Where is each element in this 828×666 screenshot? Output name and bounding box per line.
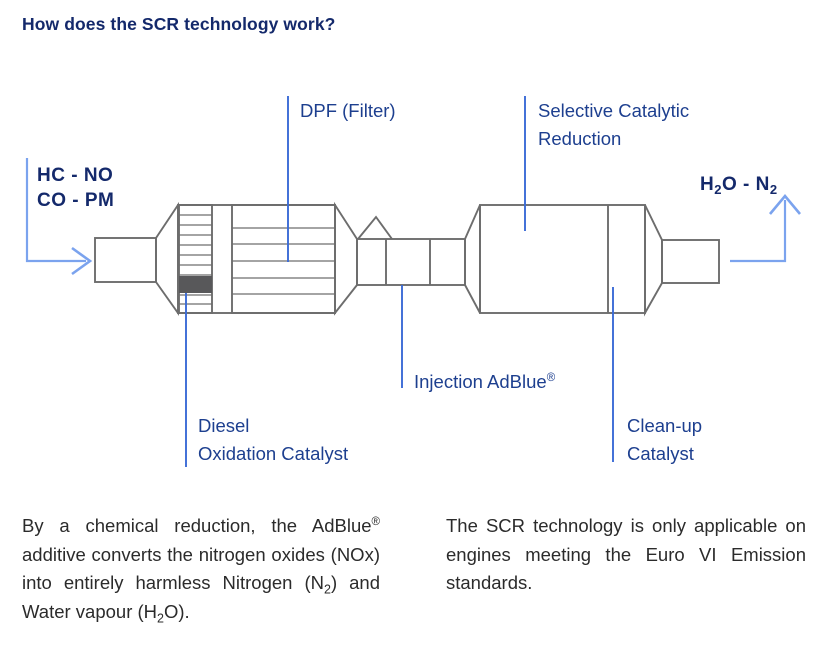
paragraph-left-part2: additive converts the nitrogen oxides (N…	[22, 543, 380, 594]
paragraph-left-part3: ) and Water vapour (H	[22, 572, 380, 622]
doc-dpf-body	[177, 204, 336, 314]
doc-substrate-fins	[179, 214, 212, 305]
scr-outlet-cone	[644, 204, 663, 317]
callout-doc-label-line1: Diesel	[198, 415, 249, 436]
dpf-outlet-cone	[334, 201, 358, 316]
doc-active-layer	[179, 276, 212, 293]
callout-cleanup-label-line2: Catalyst	[627, 443, 694, 464]
callout-injection-label: Injection AdBlue®	[414, 371, 556, 392]
outlet-label-sub-n2: 2	[770, 182, 778, 197]
callout-scr-label-line2: Reduction	[538, 128, 621, 149]
callout-dpf-label: DPF (Filter)	[300, 100, 396, 121]
callout-injection-text: Injection AdBlue	[414, 371, 547, 392]
paragraph-left-sub-n2: 2	[324, 582, 331, 597]
callout-leader-lines	[185, 96, 614, 467]
scr-body	[479, 204, 646, 314]
inlet-label-line1: HC - NO	[37, 165, 113, 186]
injection-pipe	[356, 238, 466, 286]
dpf-substrate-block	[231, 204, 336, 314]
callout-scr-label-line1: Selective Catalytic	[538, 100, 689, 121]
scr-inlet-cone	[464, 204, 481, 314]
paragraph-left-part4: O).	[163, 600, 190, 622]
page-title: How does the SCR technology work?	[22, 14, 336, 34]
registered-icon: ®	[547, 372, 556, 384]
outlet-label-part-h: H	[700, 174, 714, 195]
scr-system-diagram: HC - NO CO - PM H2O - N2 DPF (Filter) Se…	[25, 96, 801, 467]
paragraph-left-sub-h2o: 2	[157, 611, 164, 626]
inlet-pipe	[94, 237, 157, 283]
adblue-injector-nozzle	[357, 215, 393, 240]
explanatory-paragraphs: By a chemical reduction, the AdBlue® add…	[0, 512, 828, 626]
dpf-substrate-fins	[232, 227, 335, 295]
outlet-label-part-on: O - N	[722, 174, 770, 195]
outlet-arrow	[730, 193, 801, 263]
inlet-arrow	[25, 158, 93, 276]
outlet-pipe	[661, 239, 720, 284]
callout-doc-label-line2: Oxidation Catalyst	[198, 443, 348, 464]
outlet-label-sub-2: 2	[714, 182, 722, 197]
registered-mark-icon: ®	[371, 515, 380, 528]
paragraph-right: The SCR technology is only applicable on…	[446, 515, 806, 593]
inlet-label-line2: CO - PM	[37, 190, 114, 211]
doc-inlet-cone	[155, 201, 179, 316]
doc-substrate-block	[178, 204, 213, 314]
paragraph-left-part1: By a chemical reduction, the AdBlue	[22, 515, 372, 536]
exhaust-assembly	[94, 201, 720, 317]
paragraph-left: By a chemical reduction, the AdBlue® add…	[22, 512, 380, 626]
callout-cleanup-label-line1: Clean-up	[627, 415, 702, 436]
outlet-label: H2O - N2	[700, 174, 778, 197]
